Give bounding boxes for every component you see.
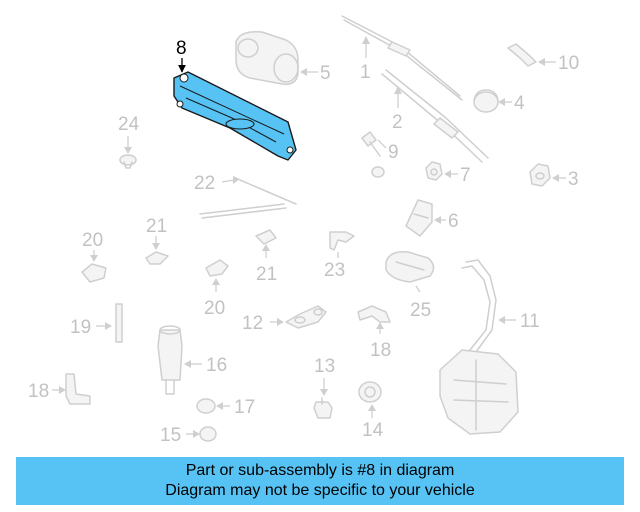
callout-21-lower[interactable]: 21 bbox=[256, 264, 277, 285]
part-3-nut[interactable] bbox=[529, 163, 551, 187]
banner-line-1: Part or sub-assembly is #8 in diagram bbox=[185, 462, 455, 479]
callout-17[interactable]: 17 bbox=[234, 397, 255, 418]
part-12-clip[interactable] bbox=[285, 305, 327, 329]
part-14-seal[interactable] bbox=[358, 381, 382, 403]
part-8-wiper-linkage[interactable] bbox=[173, 71, 297, 161]
callout-3[interactable]: 3 bbox=[568, 169, 579, 190]
callout-1[interactable]: 1 bbox=[360, 62, 371, 83]
callout-19[interactable]: 19 bbox=[70, 317, 91, 338]
part-21-nozzle-lower[interactable] bbox=[255, 229, 277, 245]
part-11-reservoir[interactable] bbox=[439, 259, 519, 435]
part-10-clip[interactable] bbox=[507, 43, 537, 67]
part-6-bracket[interactable] bbox=[405, 199, 433, 237]
part-4-cap[interactable] bbox=[473, 89, 499, 113]
callout-20-left[interactable]: 20 bbox=[82, 230, 103, 251]
callout-23[interactable]: 23 bbox=[324, 260, 345, 281]
callout-13[interactable]: 13 bbox=[314, 356, 335, 377]
callout-20-middle[interactable]: 20 bbox=[204, 298, 225, 319]
callout-15[interactable]: 15 bbox=[160, 425, 181, 446]
callout-14[interactable]: 14 bbox=[362, 420, 384, 441]
part-18-elbow-left[interactable] bbox=[65, 373, 91, 405]
callout-25[interactable]: 25 bbox=[410, 300, 431, 321]
callout-24[interactable]: 24 bbox=[118, 114, 140, 135]
part-1-wiper-blade[interactable] bbox=[341, 15, 463, 101]
part-19-hose[interactable] bbox=[115, 303, 123, 343]
part-9-bolt[interactable] bbox=[361, 131, 385, 178]
part-23-connector[interactable] bbox=[329, 231, 355, 251]
callout-10[interactable]: 10 bbox=[558, 53, 579, 74]
callout-7[interactable]: 7 bbox=[460, 165, 471, 186]
info-banner: Part or sub-assembly is #8 in diagram Di… bbox=[16, 457, 624, 505]
part-2-wiper-arm[interactable] bbox=[381, 69, 489, 163]
callout-22[interactable]: 22 bbox=[194, 173, 215, 194]
parts-diagram: 8 5 1 10 4 2 24 bbox=[28, 15, 579, 446]
callout-9[interactable]: 9 bbox=[388, 142, 399, 163]
callout-4[interactable]: 4 bbox=[514, 93, 525, 114]
callout-18-middle[interactable]: 18 bbox=[370, 340, 391, 361]
callout-8[interactable]: 8 bbox=[176, 38, 187, 59]
callout-6[interactable]: 6 bbox=[448, 211, 459, 232]
part-20-nozzle-left[interactable] bbox=[81, 263, 107, 283]
callout-11[interactable]: 11 bbox=[520, 311, 540, 332]
callout-2[interactable]: 2 bbox=[392, 112, 403, 133]
part-24-grommet[interactable] bbox=[119, 154, 137, 169]
part-17-grommet[interactable] bbox=[196, 398, 216, 414]
part-15-grommet[interactable] bbox=[199, 426, 217, 442]
part-20-nozzle-middle[interactable] bbox=[205, 259, 229, 277]
callout-12[interactable]: 12 bbox=[242, 313, 263, 334]
part-13-sensor[interactable] bbox=[313, 397, 333, 419]
callout-16[interactable]: 16 bbox=[206, 355, 227, 376]
part-25-bracket[interactable] bbox=[385, 250, 435, 283]
callout-18-left[interactable]: 18 bbox=[28, 381, 49, 402]
part-18-elbow-middle[interactable] bbox=[357, 305, 391, 323]
part-7-nut[interactable] bbox=[425, 161, 443, 181]
part-5-wiper-motor[interactable] bbox=[235, 30, 299, 86]
part-22-rod[interactable] bbox=[199, 179, 297, 219]
part-21-nozzle-upper[interactable] bbox=[145, 251, 169, 265]
banner-line-2: Diagram may not be specific to your vehi… bbox=[165, 482, 475, 499]
callout-5[interactable]: 5 bbox=[320, 63, 331, 84]
callout-21-upper[interactable]: 21 bbox=[146, 216, 167, 237]
part-16-washer-pump[interactable] bbox=[157, 325, 183, 395]
